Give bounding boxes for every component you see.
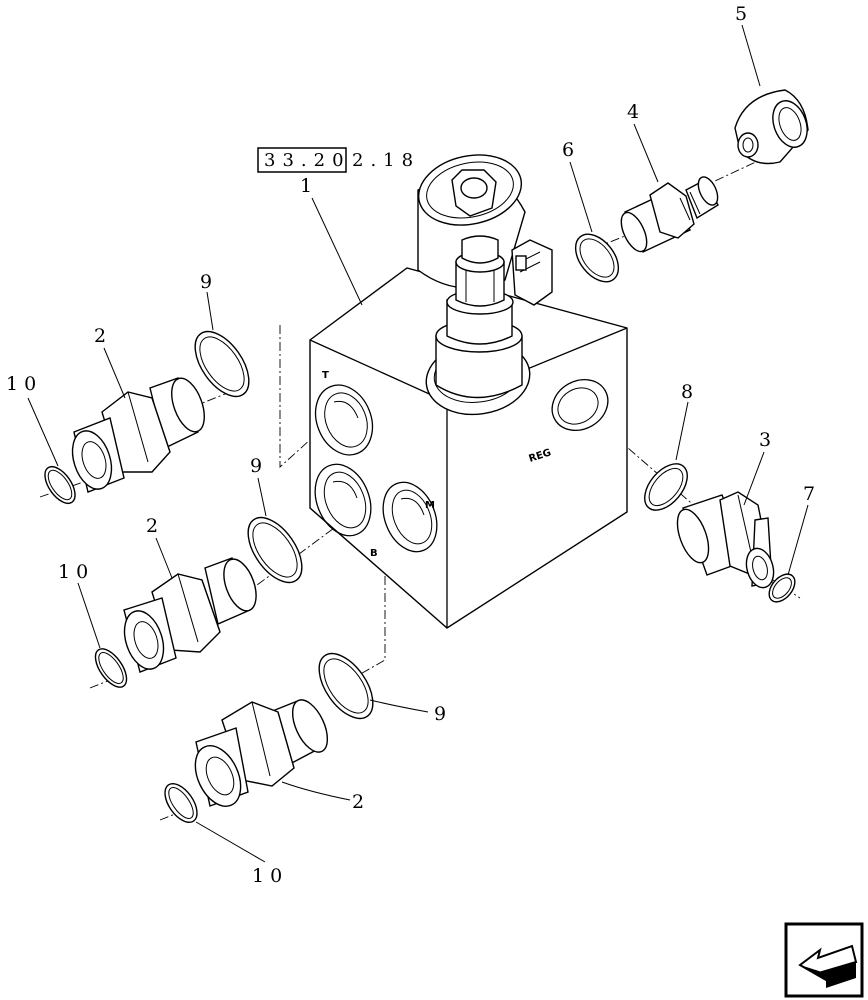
callout-2-lower: 2 (352, 791, 370, 813)
port-a (314, 463, 372, 537)
callout-5: 5 (735, 3, 753, 25)
o-ring-10-upper (44, 465, 76, 505)
callout-3: 3 (759, 429, 777, 451)
solenoid-valve (417, 154, 553, 416)
callout-2-middle: 2 (146, 515, 164, 537)
valve-manifold-block: T M B REG (309, 267, 628, 629)
fitting-3 (676, 491, 775, 589)
callout-7: 7 (803, 483, 821, 505)
port-label-t: T (322, 370, 329, 381)
o-ring-8 (644, 463, 688, 511)
reference-boxed-text[interactable]: 33.20 (264, 150, 351, 171)
port-t (314, 384, 374, 456)
callout-6: 6 (562, 139, 580, 161)
port-m (382, 481, 438, 553)
callout-10-upper: 10 (6, 373, 42, 395)
reference-link[interactable]: 33.20 2.18 (257, 147, 420, 173)
fitting-2-middle (123, 557, 257, 673)
fitting-4 (620, 176, 719, 253)
o-ring-9-middle (247, 516, 303, 584)
reference-suffix-text: 2.18 (352, 150, 420, 171)
callout-10-lower: 10 (252, 865, 288, 887)
port-label-m: M (425, 500, 435, 511)
leader-lines (27, 24, 809, 863)
o-ring-10-middle (94, 648, 128, 688)
previous-page-arrow-icon[interactable] (798, 944, 858, 988)
reference-box[interactable] (257, 147, 347, 173)
o-ring-6 (574, 233, 620, 283)
callout-9-middle: 9 (250, 455, 268, 477)
port-reg (551, 379, 609, 431)
o-ring-9-lower (318, 652, 374, 720)
callout-9-lower: 9 (434, 703, 452, 725)
fitting-2-upper (71, 377, 205, 493)
port-label-b: B (370, 548, 378, 559)
callout-2-upper: 2 (94, 325, 112, 347)
solenoid-connector (511, 239, 553, 306)
callout-9-upper: 9 (200, 271, 218, 293)
o-ring-7 (768, 573, 796, 603)
callout-8: 8 (681, 381, 699, 403)
callout-10-middle: 10 (58, 561, 94, 583)
previous-page-button[interactable] (784, 922, 864, 998)
o-ring-10-lower (164, 783, 198, 823)
callout-labels: 1 2 2 2 3 4 5 6 7 8 9 9 9 10 10 10 (6, 3, 821, 887)
fitting-2-lower (194, 699, 329, 807)
callout-4: 4 (627, 101, 645, 123)
o-ring-9-upper (194, 330, 250, 398)
dust-cap-5 (734, 89, 809, 165)
callout-1: 1 (300, 175, 318, 197)
